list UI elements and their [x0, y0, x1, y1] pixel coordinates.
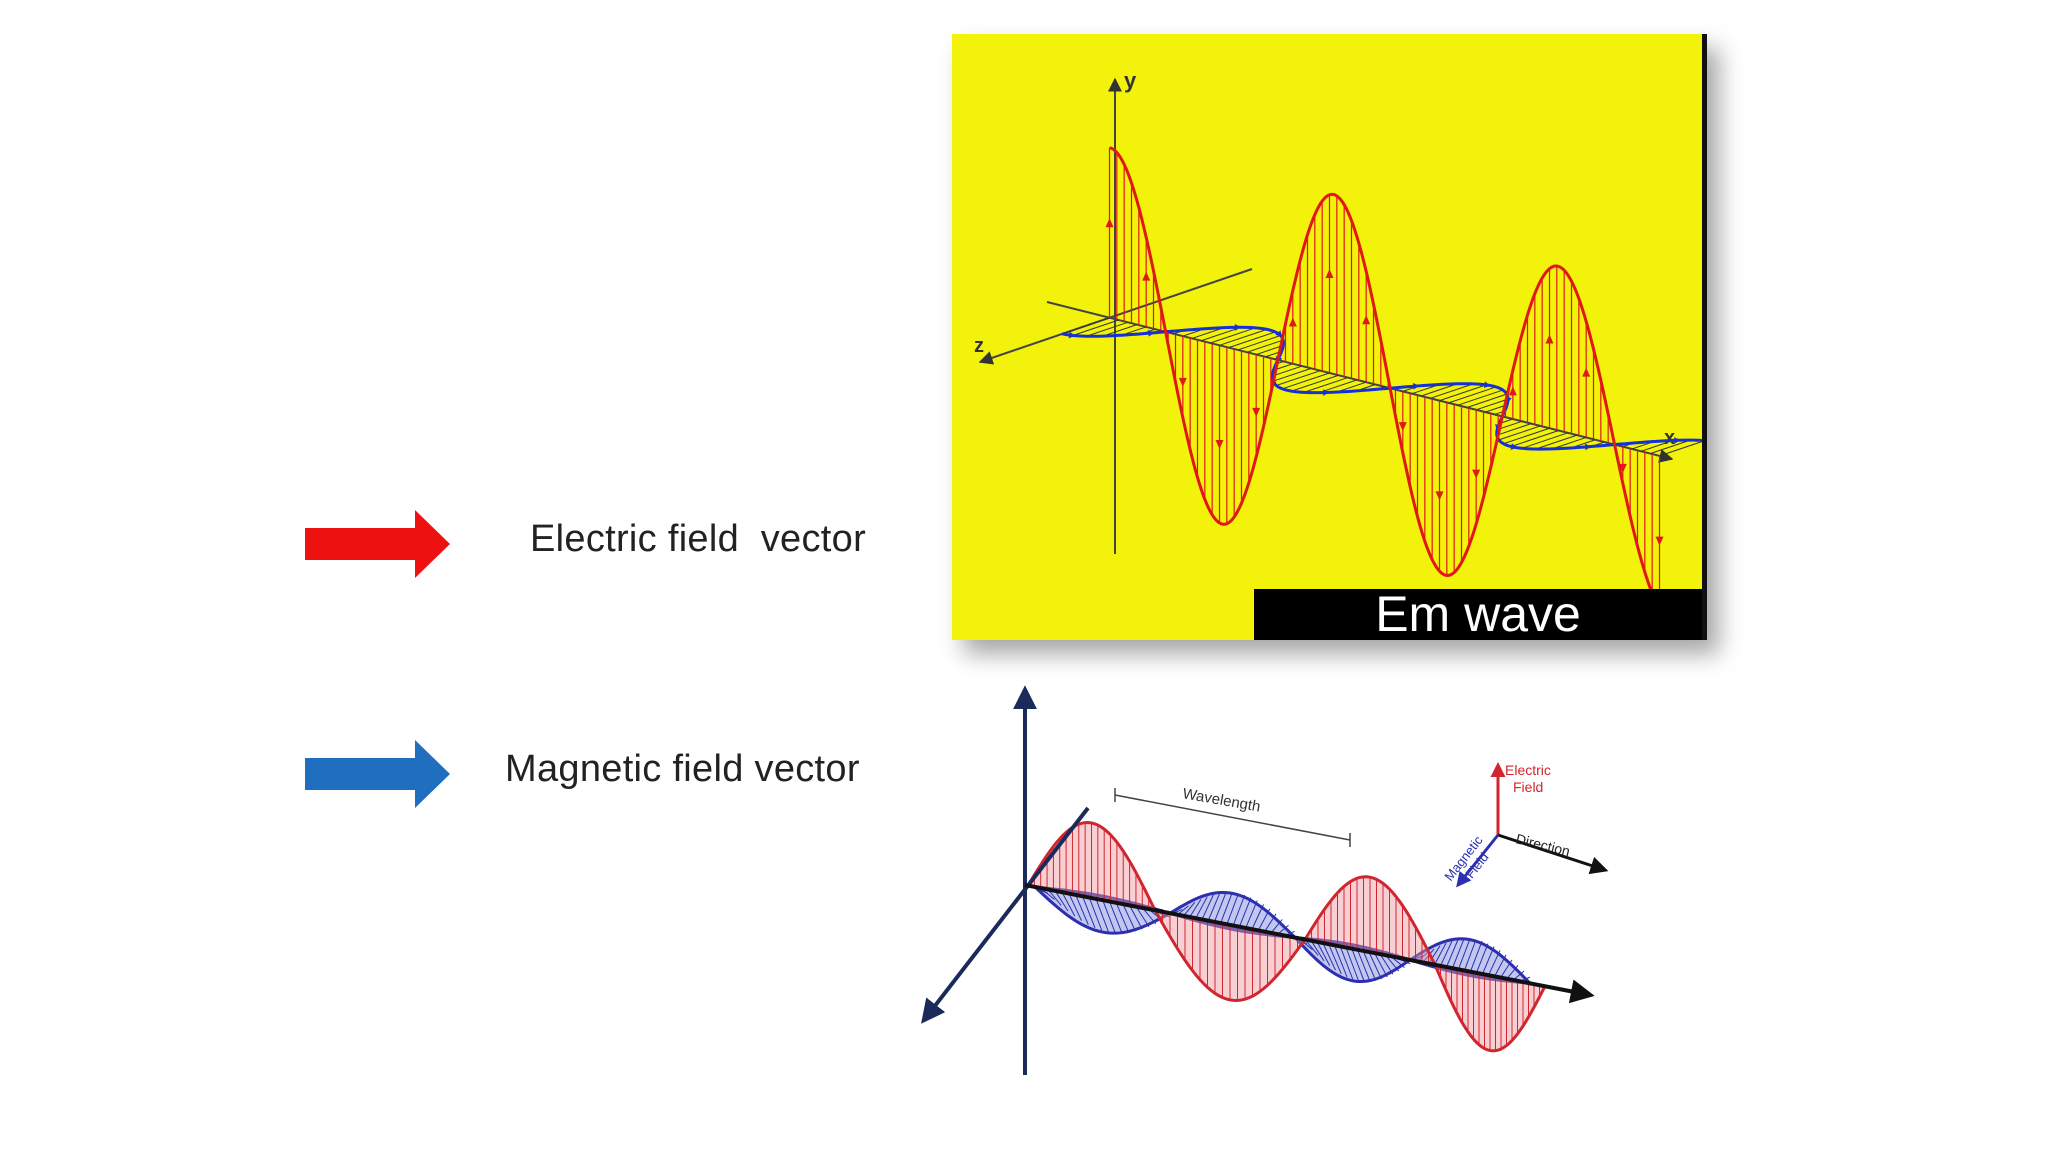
z-axis: [978, 268, 1253, 365]
x-axis-label: x: [1664, 427, 1675, 449]
em-wave-plot: y z x: [974, 68, 1702, 609]
x-axis: [1046, 301, 1674, 463]
electric-field-label: Electric field vector: [530, 518, 867, 560]
propagation-axis: [1024, 883, 1595, 1004]
key-direction-label: Direction: [1514, 830, 1571, 859]
magnetic-field-label: Magnetic field vector: [505, 748, 860, 790]
magnetic-arrow-icon: [305, 740, 450, 808]
wavelength-bracket: Wavelength: [1114, 785, 1351, 847]
electric-wave: [1105, 146, 1664, 609]
diagonal-axis: [921, 806, 1090, 1024]
wavelength-label: Wavelength: [1181, 785, 1261, 815]
em-wave-caption: Em wave: [1254, 589, 1702, 640]
em-wave-figure: y z x Em wave: [952, 34, 1707, 640]
y-axis-label: y: [1124, 68, 1137, 93]
key-magnetic-label: MagneticField: [1441, 832, 1497, 892]
z-axis-label: z: [974, 335, 984, 357]
electric-arrow-icon: [305, 510, 450, 578]
magnetic-wave: [1061, 317, 1702, 457]
